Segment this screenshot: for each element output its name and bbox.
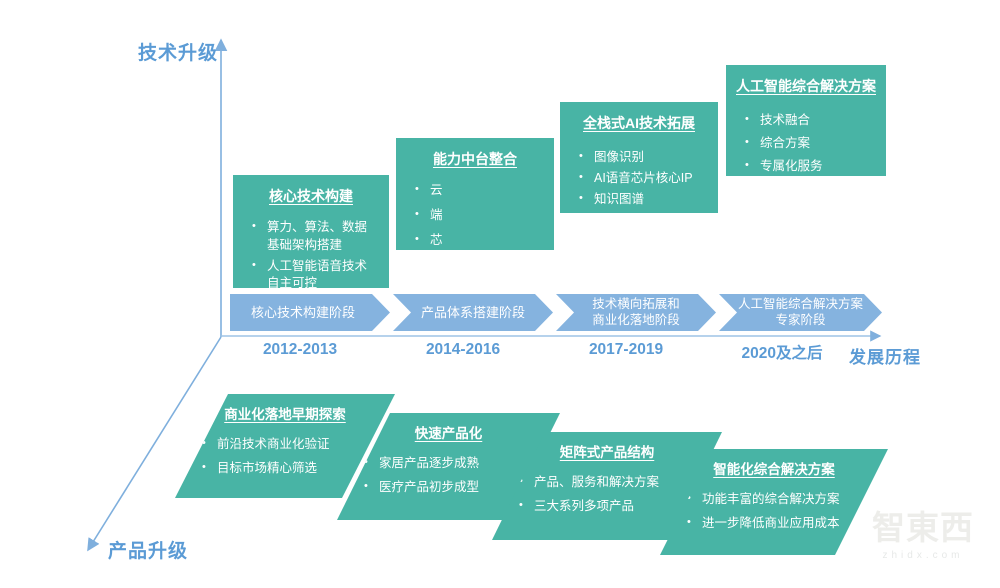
tech-box-title: 人工智能综合解决方案 [736, 78, 876, 94]
tech-box-capability-platform: 能力中台整合 云 端 芯 [396, 138, 554, 250]
bullet-item: 进一步降低商业应用成本 [686, 515, 886, 533]
year-label-4: 2020及之后 [741, 345, 823, 362]
product-box-bullets: 产品、服务和解决方案 三大系列多项产品 [492, 474, 722, 516]
product-box-title: 矩阵式产品结构 [559, 445, 655, 460]
year-label-1: 2012-2013 [262, 341, 338, 358]
bullet-item: 专属化服务 [744, 158, 876, 176]
bullet-item: 图像识别 [578, 149, 708, 167]
year-label-3: 2017-2019 [588, 341, 664, 358]
bullet-item: 前沿技术商业化验证 [201, 436, 393, 454]
product-box-bullets: 功能丰富的综合解决方案 进一步降低商业应用成本 [660, 491, 888, 533]
bullet-item: 人工智能语音技术自主可控 [251, 258, 379, 294]
timeline-axis-label: 发展历程 [849, 348, 921, 367]
product-axis-line [87, 336, 222, 552]
watermark-domain: zhidx.com [882, 549, 964, 561]
tech-box-core-tech: 核心技术构建 算力、算法、数据基础架构搭建 人工智能语音技术自主可控 [233, 175, 389, 290]
bullet-item: 综合方案 [744, 135, 876, 153]
watermark: 智東西 zhidx.com [858, 508, 988, 561]
tech-box-fullstack-ai: 全栈式AI技术拓展 图像识别 AI语音芯片核心IP 知识图谱 [560, 102, 718, 213]
bullet-item: 目标市场精心筛选 [201, 460, 393, 478]
bullet-item: 知识图谱 [578, 191, 708, 209]
bullet-item: 芯 [414, 232, 544, 250]
tech-box-title: 能力中台整合 [433, 151, 517, 167]
bullet-item: 家居产品逐步成熟 [363, 455, 558, 473]
bullet-item: AI语音芯片核心IP [578, 170, 708, 188]
bullet-item: 端 [414, 207, 544, 225]
tech-box-ai-solutions: 人工智能综合解决方案 技术融合 综合方案 专属化服务 [726, 65, 886, 176]
product-box-title: 智能化综合解决方案 [713, 462, 835, 477]
tech-box-title: 全栈式AI技术拓展 [583, 115, 695, 131]
phase-chevron-3: 技术横向拓展和 商业化落地阶段 [556, 294, 716, 331]
tech-box-bullets: 云 端 芯 [404, 182, 546, 249]
bullet-item: 云 [414, 182, 544, 200]
phase-chevron-2: 产品体系搭建阶段 [393, 294, 553, 331]
bullet-item: 医疗产品初步成型 [363, 479, 558, 497]
tech-box-bullets: 图像识别 AI语音芯片核心IP 知识图谱 [568, 149, 710, 208]
tech-box-bullets: 算力、算法、数据基础架构搭建 人工智能语音技术自主可控 [241, 219, 381, 293]
product-box-title: 商业化落地早期探索 [224, 407, 346, 422]
product-box-title: 快速产品化 [414, 426, 483, 441]
watermark-logo: 智東西 [872, 509, 974, 546]
product-box-bullets: 前沿技术商业化验证 目标市场精心筛选 [175, 436, 395, 478]
product-axis-label: 产品升级 [108, 541, 189, 562]
bullet-item: 功能丰富的综合解决方案 [686, 491, 886, 509]
phase-chevron-1: 核心技术构建阶段 [230, 294, 390, 331]
bullet-item: 算力、算法、数据基础架构搭建 [251, 219, 379, 255]
tech-box-bullets: 技术融合 综合方案 专属化服务 [734, 112, 878, 175]
bullet-item: 三大系列多项产品 [518, 498, 720, 516]
bullet-item: 技术融合 [744, 112, 876, 130]
phase-chevron-4: 人工智能综合解决方案 专家阶段 [719, 294, 882, 331]
bullet-item: 产品、服务和解决方案 [518, 474, 720, 492]
tech-axis-label: 技术升级 [138, 43, 219, 64]
year-label-2: 2014-2016 [425, 341, 501, 358]
product-box-bullets: 家居产品逐步成熟 医疗产品初步成型 [337, 455, 560, 497]
tech-box-title: 核心技术构建 [269, 188, 353, 204]
